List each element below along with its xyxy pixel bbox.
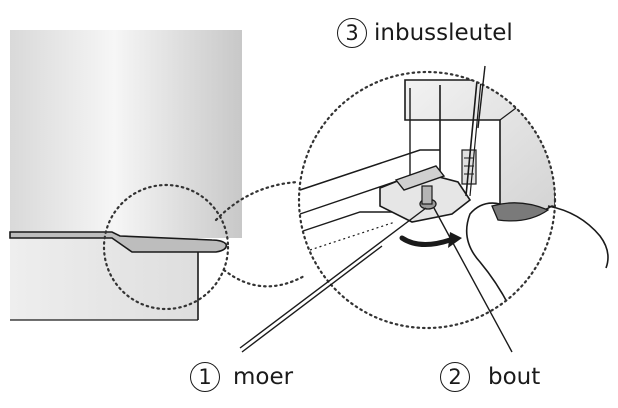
callout-number-2: 2 — [440, 362, 470, 392]
callout-label-inbussleutel: inbussleutel — [374, 20, 513, 46]
zoom-connector — [214, 180, 300, 222]
curved-arrow-icon — [399, 235, 453, 247]
leader-line-inbussleutel — [477, 65, 486, 129]
leader-line-moer — [241, 245, 383, 353]
callout-number-3: 3 — [337, 18, 367, 48]
hex-key-icon — [465, 72, 479, 197]
callout-label-bout: bout — [488, 364, 541, 390]
leader-line-bout — [433, 207, 513, 353]
callout-number-1: 1 — [190, 362, 220, 392]
zoom-connector — [222, 268, 308, 288]
callout-label-moer: moer — [233, 364, 294, 390]
zoom-detail — [297, 70, 609, 330]
leader-line-moer — [239, 207, 427, 349]
zoom-source-circle — [102, 183, 230, 311]
appliance-door — [9, 30, 242, 321]
